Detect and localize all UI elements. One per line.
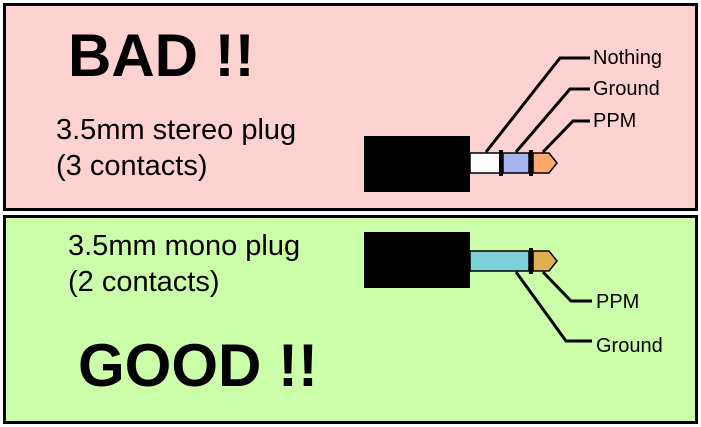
bad-headline: BAD !!: [68, 22, 255, 89]
mono-tip-contact: [532, 250, 558, 272]
mono-plug: [364, 232, 558, 288]
good-panel: [3, 215, 698, 424]
stereo-ground-label: Ground: [593, 78, 660, 100]
mono-plug-contacts: (2 contacts): [68, 266, 220, 298]
stereo-ring-contact: [502, 152, 530, 174]
mono-sleeve-contact: [469, 250, 530, 272]
mono-plug-body: [364, 232, 470, 288]
nothing-label: Nothing: [593, 47, 662, 69]
stereo-ppm-label: PPM: [593, 110, 636, 132]
stereo-insulator-1: [499, 150, 503, 176]
mono-plug-title: 3.5mm mono plug: [68, 230, 301, 262]
stereo-leader-lines: [484, 56, 590, 154]
bad-panel: [3, 3, 698, 211]
stereo-insulator-2: [529, 150, 533, 176]
mono-ground-leader-line: [514, 271, 592, 343]
stereo-sleeve-contact: [469, 152, 503, 174]
mono-leader-lines: [514, 270, 592, 343]
stereo-tip-contact: [532, 152, 558, 174]
mono-ppm-leader-line: [541, 270, 592, 303]
mono-ground-label: Ground: [596, 335, 663, 357]
stereo-plug-description: 3.5mm stereo plug (3 contacts): [56, 112, 296, 184]
stereo-plug-title: 3.5mm stereo plug: [56, 114, 297, 146]
stereo-ppm-leader-line: [541, 119, 590, 154]
mono-plug-description: 3.5mm mono plug (2 contacts): [68, 228, 300, 300]
mono-insulator: [529, 248, 533, 274]
stereo-plug-body: [364, 136, 470, 192]
stereo-plug-contacts: (3 contacts): [56, 150, 208, 182]
good-headline: GOOD !!: [78, 332, 318, 399]
stereo-plug: [364, 136, 558, 192]
mono-ppm-label: PPM: [596, 291, 639, 313]
stereo-ground-leader-line: [514, 87, 590, 153]
nothing-leader-line: [484, 56, 590, 153]
